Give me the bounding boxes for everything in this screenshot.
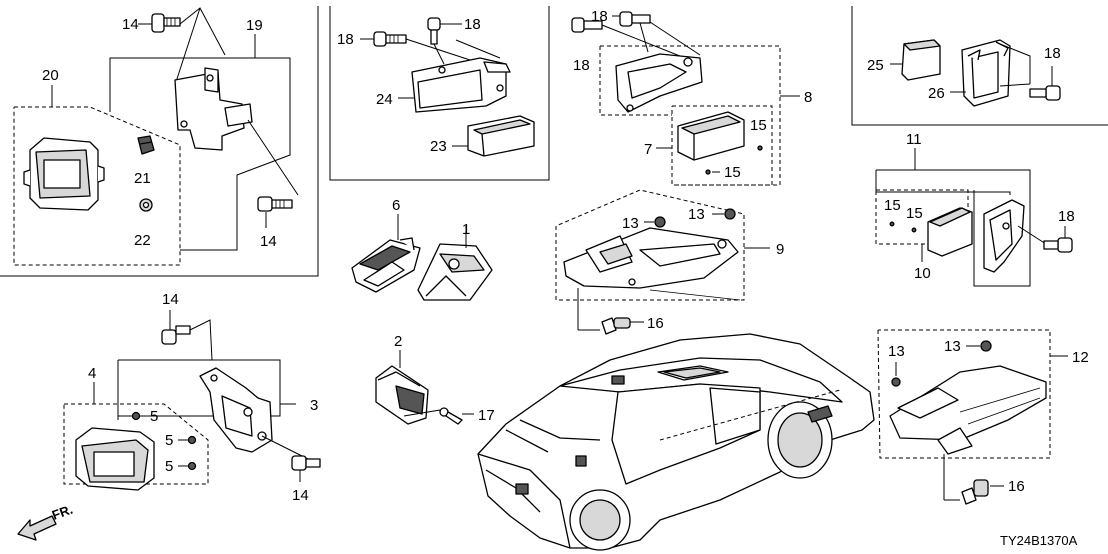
- callout-8: 8: [804, 89, 812, 106]
- callout-18: 18: [1044, 45, 1061, 62]
- callout-12: 12: [1072, 349, 1089, 366]
- group-10-11: [875, 148, 1073, 287]
- bolt-18-c: [571, 17, 603, 33]
- callout-13: 13: [944, 338, 961, 355]
- panel-borders: [0, 6, 1108, 277]
- callout-18: 18: [1058, 208, 1075, 225]
- module-25: [901, 39, 941, 81]
- part-2: [375, 365, 429, 425]
- diagram-code: TY24B1370A: [1000, 533, 1078, 548]
- bolt-18-f: [1043, 237, 1073, 253]
- callout-13: 13: [688, 206, 705, 223]
- callout-7: 7: [644, 141, 652, 158]
- nut-13-b: [724, 208, 736, 220]
- nut-13-c: [891, 377, 901, 387]
- bracket-8: [615, 53, 703, 113]
- group-23-24: [360, 17, 535, 157]
- callout-15: 15: [750, 117, 767, 134]
- callout-labels: 14 19 20 21 22 14 18 18 24 23 18 18 8 7 …: [42, 8, 1089, 504]
- cover-9: [563, 227, 741, 301]
- sensor-unit-20: [23, 137, 105, 211]
- bracket-11: [983, 199, 1025, 273]
- callout-10: 10: [914, 265, 931, 282]
- callout-14: 14: [292, 487, 309, 504]
- cover-12: [889, 365, 1047, 455]
- bolt-18-a: [373, 31, 407, 47]
- part-1: [417, 243, 493, 301]
- bolt-18-e: [1029, 85, 1061, 101]
- callout-15: 15: [906, 205, 923, 222]
- callout-13: 13: [888, 343, 905, 360]
- bolt-18-d: [619, 11, 651, 27]
- bolt-14-c: [161, 325, 191, 345]
- bolt-14-d: [291, 455, 321, 471]
- callout-15: 15: [724, 164, 741, 181]
- callout-16: 16: [647, 315, 664, 332]
- group-25-26: [890, 39, 1061, 107]
- group-3-4: [63, 310, 321, 491]
- callout-5: 5: [150, 408, 158, 425]
- clip-16-b: [961, 479, 989, 505]
- bracket-24: [411, 57, 511, 113]
- group-7-8: [571, 11, 800, 186]
- callout-19: 19: [246, 17, 263, 34]
- callout-20: 20: [42, 67, 59, 84]
- bolt-14-right: [257, 196, 293, 212]
- callout-4: 4: [88, 365, 96, 382]
- module-10: [927, 207, 973, 257]
- nut-22: [139, 198, 153, 212]
- callout-15: 15: [884, 197, 901, 214]
- callout-16: 16: [1008, 478, 1025, 495]
- callout-18: 18: [591, 8, 608, 25]
- callout-25: 25: [867, 57, 884, 74]
- callout-13: 13: [622, 215, 639, 232]
- clip-21: [137, 135, 155, 155]
- part-6: [351, 237, 421, 293]
- module-7: [677, 111, 745, 161]
- callout-5: 5: [165, 458, 173, 475]
- bolt-14-top: [151, 13, 181, 33]
- module-23: [467, 115, 535, 157]
- callout-11: 11: [906, 131, 922, 148]
- bracket-19: [174, 67, 253, 151]
- nut-13-a: [654, 216, 666, 228]
- callout-5: 5: [165, 432, 173, 449]
- callout-22: 22: [134, 232, 151, 249]
- callout-24: 24: [376, 91, 393, 108]
- callout-1: 1: [462, 221, 470, 238]
- callout-2: 2: [394, 333, 402, 350]
- callout-18: 18: [337, 31, 354, 48]
- callout-21: 21: [134, 170, 151, 187]
- clip-16-a: [601, 317, 631, 335]
- front-direction-arrow: FR.: [17, 502, 75, 541]
- callout-14: 14: [122, 16, 139, 33]
- callout-18: 18: [573, 57, 590, 74]
- callout-17: 17: [478, 407, 495, 424]
- vehicle-illustration: [477, 333, 875, 551]
- bracket-3: [199, 367, 273, 453]
- sensor-unit-4: [75, 427, 155, 491]
- group-9: [555, 189, 770, 335]
- callout-26: 26: [928, 85, 945, 102]
- callout-6: 6: [392, 197, 400, 214]
- callout-14: 14: [260, 233, 277, 250]
- direction-label: FR.: [50, 502, 75, 523]
- group-12: [877, 329, 1068, 505]
- callout-23: 23: [430, 138, 447, 155]
- group-19-20: [13, 7, 299, 266]
- callout-3: 3: [310, 397, 318, 414]
- bolt-18-b: [427, 17, 441, 45]
- bracket-26: [961, 39, 1011, 107]
- screw-17: [439, 407, 463, 425]
- callout-9: 9: [776, 241, 784, 258]
- callout-14: 14: [162, 291, 179, 308]
- callout-18: 18: [464, 16, 481, 33]
- nut-13-d: [980, 340, 992, 352]
